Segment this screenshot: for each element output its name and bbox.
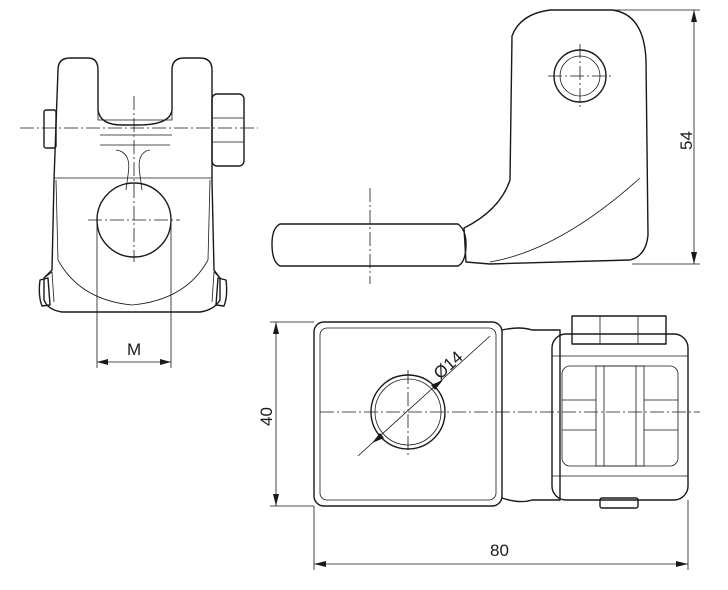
front-view-feet: [43, 179, 221, 306]
front-view-bolt-head: [211, 93, 245, 167]
top-view-clamp: [551, 333, 689, 501]
height-dimension-label: 54: [677, 131, 696, 150]
top-view-bolt-shank: [599, 497, 639, 509]
side-view-pad: [271, 223, 467, 267]
side-view-body: [463, 9, 649, 265]
hole-diameter-label: Ø14: [430, 347, 467, 383]
side-view: 54: [271, 9, 700, 284]
front-view-slot: [97, 110, 173, 191]
length-dimension-label: 80: [490, 541, 509, 560]
front-view-bolt-stub: [43, 109, 57, 149]
top-view-bolt-head: [571, 315, 667, 345]
width-dimension-label: 40: [257, 407, 276, 426]
front-view-body: [43, 57, 221, 313]
thread-size-label: M: [127, 340, 141, 359]
front-view: M: [20, 57, 258, 368]
top-view-neck: [501, 327, 561, 503]
top-view-pad: [313, 321, 503, 507]
top-view: Ø14 40 80: [257, 315, 700, 570]
